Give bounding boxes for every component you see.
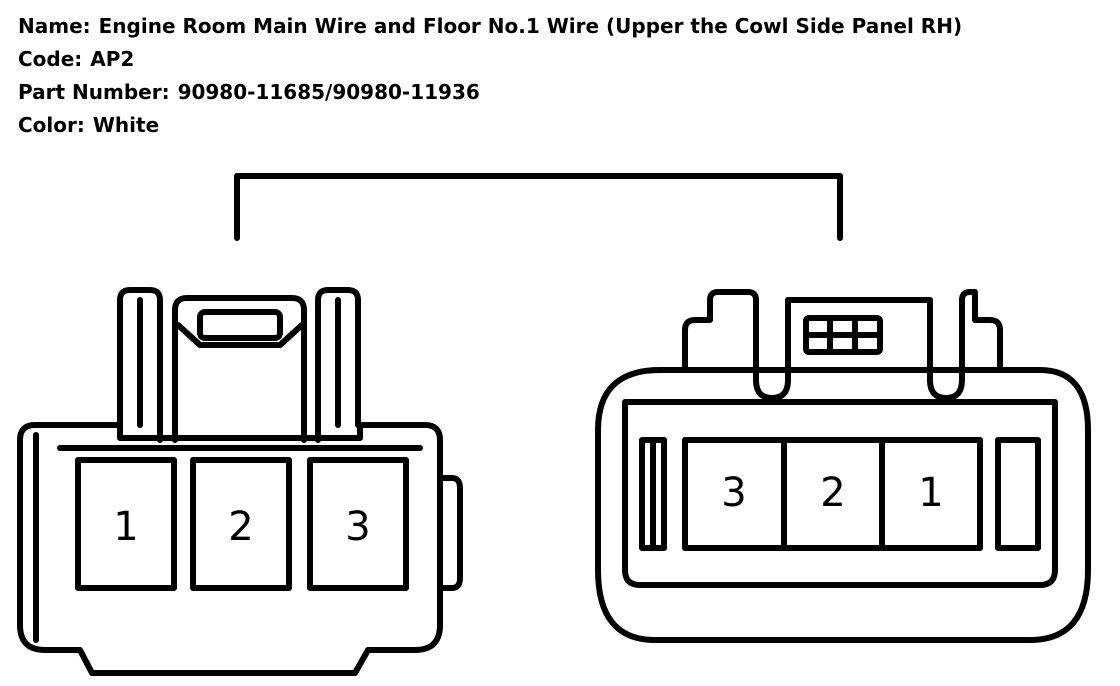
right-guide-rail-right bbox=[995, 437, 1041, 551]
left-pin-cavity-1 bbox=[75, 457, 177, 591]
right-connector: 3 2 1 bbox=[595, 289, 1091, 643]
code-label: Code: bbox=[18, 47, 83, 71]
code-value: AP2 bbox=[90, 47, 135, 71]
name-value: Engine Room Main Wire and Floor No.1 Wir… bbox=[98, 14, 963, 38]
left-pin-label-1: 1 bbox=[113, 504, 138, 550]
right-connector-housing bbox=[595, 367, 1091, 643]
part-number-value: 90980-11685/90980-11936 bbox=[177, 80, 480, 104]
right-latch-window-divider bbox=[803, 315, 883, 355]
color-value: White bbox=[92, 113, 160, 137]
mating-bracket bbox=[234, 173, 843, 241]
part-number-line: Part Number: 90980-11685/90980-11936 bbox=[18, 76, 1108, 109]
right-pin-label-3: 3 bbox=[721, 470, 746, 516]
code-line: Code: AP2 bbox=[18, 43, 1108, 76]
right-terminal-block bbox=[682, 437, 983, 551]
left-pin-cavity-3 bbox=[307, 457, 409, 591]
connector-info: Name: Engine Room Main Wire and Floor No.… bbox=[18, 10, 1108, 142]
right-latch-left bbox=[682, 289, 791, 401]
center-lock-tab bbox=[172, 295, 307, 443]
name-label: Name: bbox=[18, 14, 91, 38]
color-line: Color: White bbox=[18, 109, 1108, 142]
left-pin-label-2: 2 bbox=[228, 504, 253, 550]
right-pin-label-2: 2 bbox=[820, 470, 845, 516]
name-line: Name: Engine Room Main Wire and Floor No.… bbox=[18, 10, 1108, 43]
left-lock-arm bbox=[117, 287, 163, 443]
left-connector: 1 2 3 bbox=[17, 287, 463, 676]
center-lock-window bbox=[197, 309, 283, 341]
left-pin-cavity-2 bbox=[190, 457, 292, 591]
left-connector-housing bbox=[17, 422, 443, 676]
right-connector-inner-frame bbox=[622, 399, 1058, 588]
part-number-label: Part Number: bbox=[18, 80, 170, 104]
color-label: Color: bbox=[18, 113, 85, 137]
left-connector-side-tab bbox=[437, 475, 463, 591]
right-latch-right bbox=[927, 289, 1003, 401]
center-lock-tab-ramp bbox=[175, 322, 305, 348]
right-lock-arm bbox=[315, 287, 361, 443]
left-pin-label-3: 3 bbox=[345, 504, 370, 550]
right-pin-label-1: 1 bbox=[918, 470, 943, 516]
